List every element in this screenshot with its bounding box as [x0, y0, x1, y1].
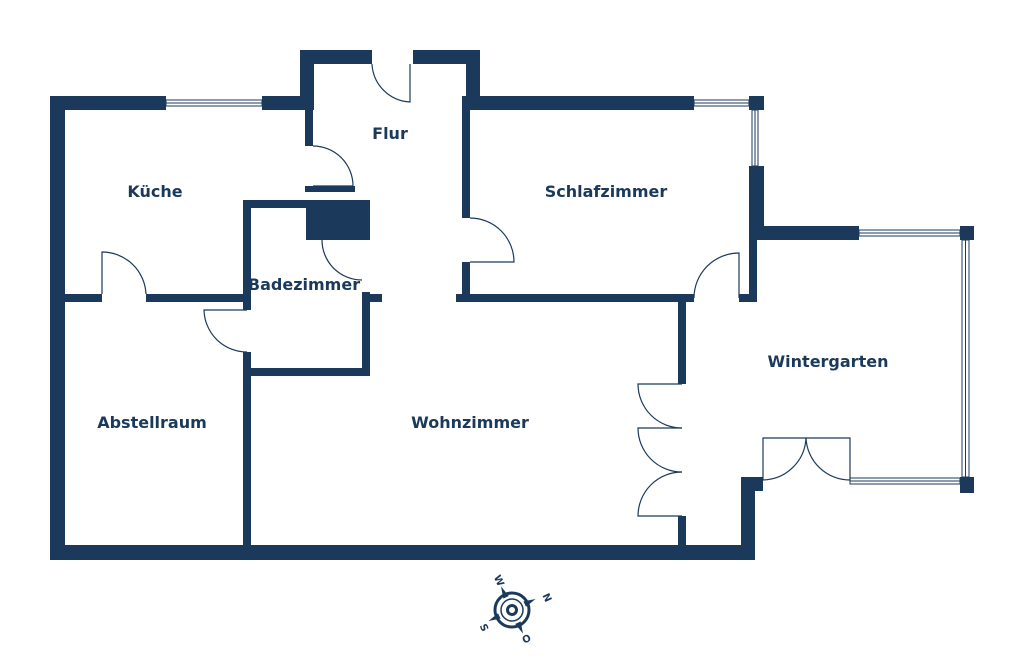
wall-flur-schlaf	[462, 96, 470, 218]
outer-wall-left	[50, 96, 65, 560]
compass-north: N	[540, 592, 554, 604]
door-wohn-winter-1	[637, 383, 683, 429]
label-wohnzimmer: Wohnzimmer	[411, 413, 529, 432]
wall-flur-top-right	[413, 50, 480, 64]
door-garden-right	[805, 437, 851, 481]
label-wintergarten: Wintergarten	[768, 352, 889, 371]
room-labels: Flur Küche Schlafzimmer Badezimmer Abste…	[97, 124, 888, 432]
wall-bad-right	[362, 292, 370, 376]
label-flur: Flur	[372, 124, 408, 143]
wall-flur-kueche-lower	[305, 186, 355, 192]
door-schlaf-winter	[693, 252, 740, 299]
wall-schlafzimmer-right-lower	[749, 232, 757, 302]
bath-shaft	[306, 200, 370, 240]
wall-wohn-winter-bottom	[678, 516, 686, 552]
door-wohn-winter-2	[637, 427, 683, 473]
door-kueche-flur	[312, 145, 354, 187]
door-bad-left	[203, 309, 248, 353]
wall-wohn-winter-top	[678, 294, 686, 384]
wall-flur-left-top	[300, 50, 314, 110]
wall-kueche-bottom-left	[50, 294, 102, 302]
outer-wall-bottom	[50, 545, 755, 560]
wall-bad-left-top	[243, 200, 251, 310]
door-wohn-winter-3	[637, 471, 683, 517]
wall-wintergarten-bottom-stub	[741, 477, 763, 491]
wall-schlafzimmer-bottom	[456, 294, 694, 302]
wall-schlafzimmer-bottom-right	[739, 294, 757, 302]
wall-flur-top-left	[300, 50, 372, 64]
label-abstellraum: Abstellraum	[97, 413, 207, 432]
label-schlafzimmer: Schlafzimmer	[545, 182, 668, 201]
wall-bad-right-stub	[362, 294, 382, 302]
wall-wintergarten-corner-tr	[960, 226, 974, 240]
wall-kueche-top-left	[50, 96, 166, 110]
wall-schlafzimmer-right	[749, 166, 764, 240]
compass-south: S	[477, 622, 490, 633]
wall-wintergarten-bottom-right	[741, 477, 755, 557]
door-garden-left	[762, 437, 807, 481]
wall-wintergarten-corner-br	[960, 477, 974, 493]
wall-bad-bottom	[243, 368, 370, 376]
compass-west: W	[491, 574, 506, 589]
door-entrance	[371, 63, 411, 103]
wall-wintergarten-top	[749, 226, 859, 240]
compass-rose: N O S W	[477, 574, 553, 647]
windows	[165, 99, 970, 485]
label-badezimmer: Badezimmer	[248, 275, 360, 294]
wall-bad-left-bottom	[243, 352, 251, 552]
wall-schlafzimmer-top	[466, 96, 694, 110]
wall-schlafzimmer-top-corner	[749, 96, 764, 110]
doors	[101, 63, 851, 517]
wall-flur-right-top	[466, 50, 480, 110]
door-abstellraum	[101, 251, 147, 295]
wall-flur-schlaf-lower	[462, 262, 470, 302]
door-schlafzimmer	[469, 217, 515, 263]
label-kueche: Küche	[127, 182, 182, 201]
wall-bad-top	[243, 200, 307, 208]
wall-flur-kueche	[305, 96, 313, 146]
walls	[50, 50, 974, 560]
door-bad	[321, 239, 363, 281]
compass-east: O	[521, 633, 533, 647]
wall-kueche-bottom-right	[146, 294, 250, 302]
